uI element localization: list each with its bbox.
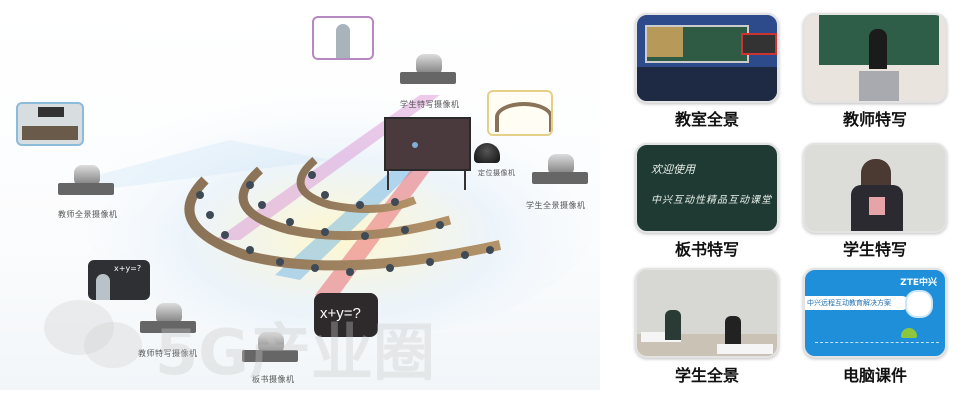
student-closeup-camera-label: 学生特写摄像机 xyxy=(400,100,460,109)
blackboard-bubble: x+y=? xyxy=(314,293,378,337)
student-closeup-bubble xyxy=(312,16,374,60)
view-classroom-panorama xyxy=(635,13,779,103)
watermark-text: 5G产业圈 xyxy=(155,316,436,389)
view-student-panorama xyxy=(635,268,779,358)
student-closeup-camera-icon xyxy=(400,54,456,90)
teacher-closeup-camera-icon xyxy=(140,303,196,339)
view-label-student-closeup: 学生特写 xyxy=(842,240,907,259)
view-label-teacher-closeup: 教师特写 xyxy=(842,110,907,129)
view-label-computer-courseware: 电脑课件 xyxy=(842,366,907,385)
view-label-blackboard-closeup: 板书特写 xyxy=(674,240,739,259)
view-label-classroom-panorama: 教室全景 xyxy=(674,110,739,129)
teacher-panorama-camera-icon xyxy=(58,165,114,201)
blackboard-camera-label: 板书摄像机 xyxy=(252,375,295,384)
student-panorama-camera-label: 学生全景摄像机 xyxy=(526,201,586,210)
view-blackboard-closeup: 欢迎使用 中兴互动性精品互动课堂 xyxy=(635,143,779,233)
view-computer-courseware: ZTE中兴 中兴远程互动教育解决方案 xyxy=(803,268,947,358)
teacher-closeup-bubble: x+y=? xyxy=(88,260,150,300)
teacher-panorama-bubble xyxy=(16,102,84,146)
positioning-camera-icon xyxy=(474,143,500,163)
teacher-closeup-camera-label: 教师特写摄像机 xyxy=(138,349,198,358)
view-teacher-closeup xyxy=(803,13,947,103)
student-panorama-camera-icon xyxy=(532,154,588,190)
wechat-watermark-icon-2 xyxy=(84,322,142,368)
wechat-watermark-icon xyxy=(44,300,114,355)
teacher-panorama-camera-label: 教师全景摄像机 xyxy=(58,210,118,219)
classroom-camera-diagram: x+y=? x+y=? 教师全景摄像机 学生特写摄像机 定位摄像机 学生全景摄像… xyxy=(0,10,600,390)
positioning-camera-label: 定位摄像机 xyxy=(478,169,516,177)
student-panorama-bubble xyxy=(487,90,553,136)
view-student-closeup xyxy=(803,143,947,233)
zte-logo: ZTE中兴 xyxy=(900,278,937,288)
view-label-student-panorama: 学生全景 xyxy=(674,366,739,385)
blackboard-camera-icon xyxy=(242,332,298,368)
classroom-scene xyxy=(60,80,600,340)
